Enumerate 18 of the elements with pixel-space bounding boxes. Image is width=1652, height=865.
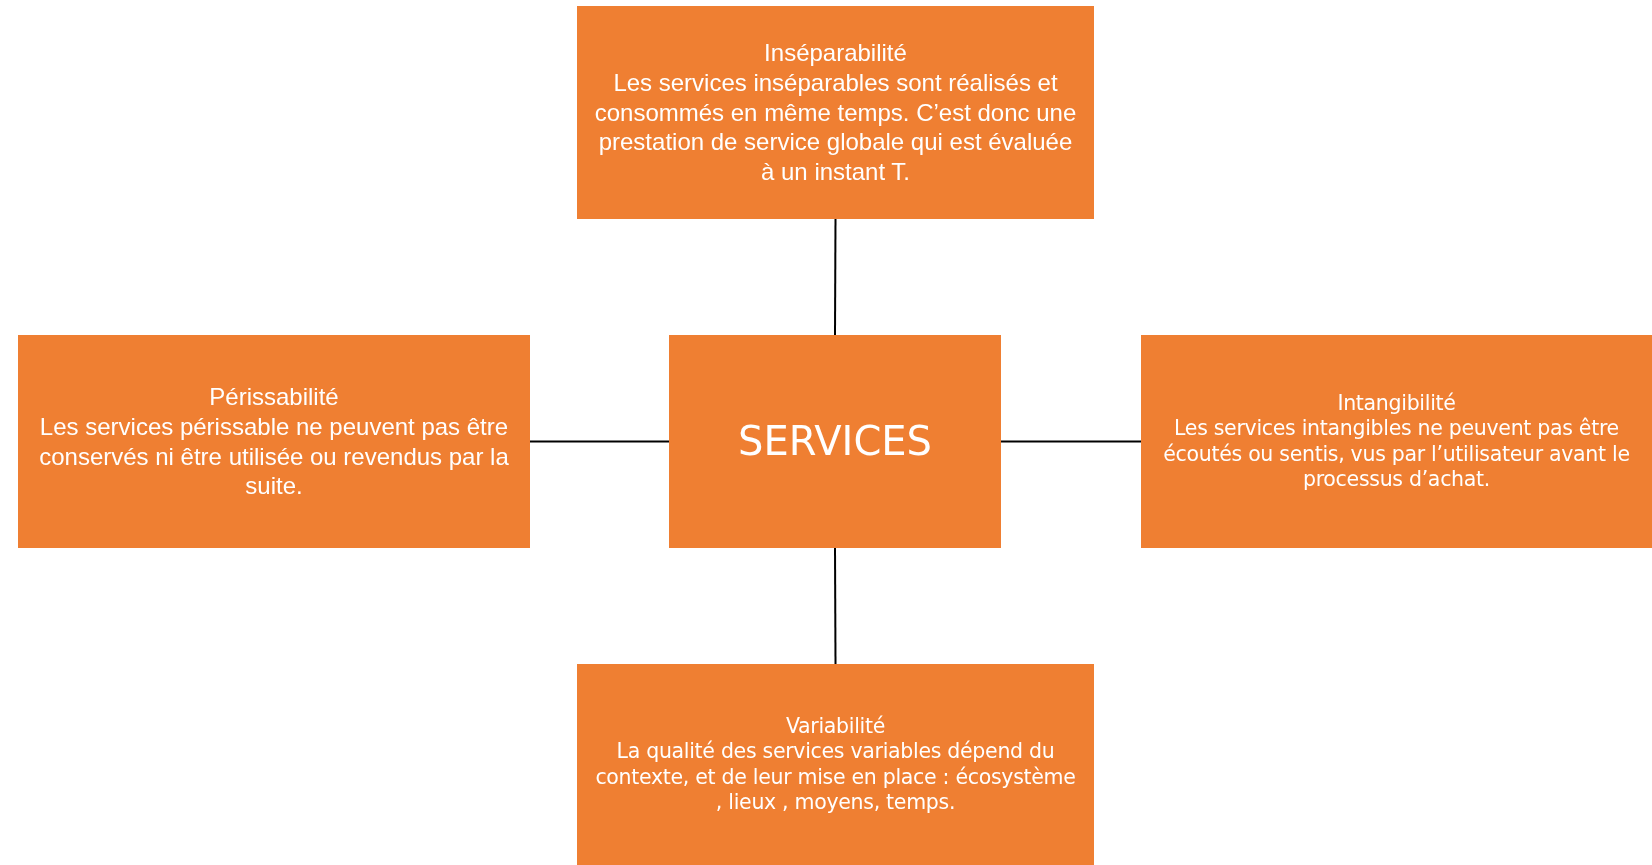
- box-heading: Variabilité: [785, 713, 886, 740]
- box-title: SERVICES: [738, 416, 932, 466]
- box-heading: Intangibilité: [1337, 390, 1456, 417]
- box-description: Les services périssable ne peuvent pas être conservés ni être utilisée ou revendus par la suite.: [38, 411, 510, 501]
- characteristic-box: [1141, 335, 1652, 548]
- box-heading: Inséparabilité: [764, 38, 907, 68]
- characteristic-box: [577, 6, 1094, 219]
- box-description: Les services intangibles ne peuvent pas être écoutés ou sentis, vus par l’utilisateur avant le processus d’achat.: [1162, 416, 1631, 493]
- characteristic-box: [577, 664, 1094, 865]
- box-description: Les services inséparables sont réalisés et consommés en même temps. C’est donc une prestation de service globale qui est évaluée à un instant T.: [593, 67, 1078, 187]
- connector-line: [834, 547, 837, 665]
- connector-line: [529, 440, 670, 443]
- box-description: La qualité des services variables dépend du contexte, et de leur mise en place : écosystème , lieux , moyens, temps.: [594, 739, 1077, 816]
- central-box: [669, 335, 1001, 548]
- connector-line: [834, 218, 837, 336]
- characteristic-box: [18, 335, 530, 548]
- connector-line: [1000, 440, 1142, 443]
- box-heading: Périssabilité: [209, 382, 339, 412]
